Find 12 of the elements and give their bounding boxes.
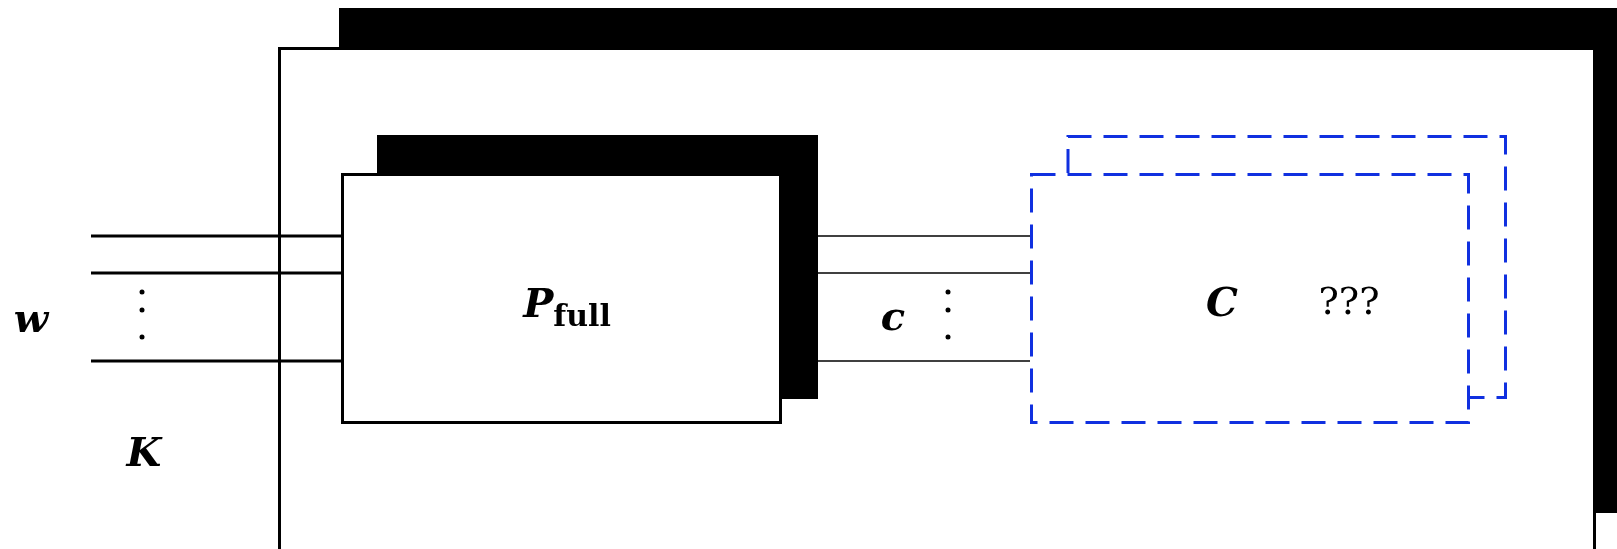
connector-line <box>91 359 341 363</box>
math-symbol: P$_{full}$ <box>523 279 611 333</box>
math-variable: w <box>13 293 49 341</box>
math-symbol: C <box>1206 277 1238 325</box>
connector-line <box>817 360 1031 362</box>
connector-line <box>817 272 1031 274</box>
math-variable: c <box>880 291 906 339</box>
math-variable: K <box>126 427 162 475</box>
connector-line <box>91 234 341 238</box>
connector-line <box>91 271 341 275</box>
connector-line <box>817 235 1031 237</box>
text-label: ??? <box>1318 279 1380 323</box>
